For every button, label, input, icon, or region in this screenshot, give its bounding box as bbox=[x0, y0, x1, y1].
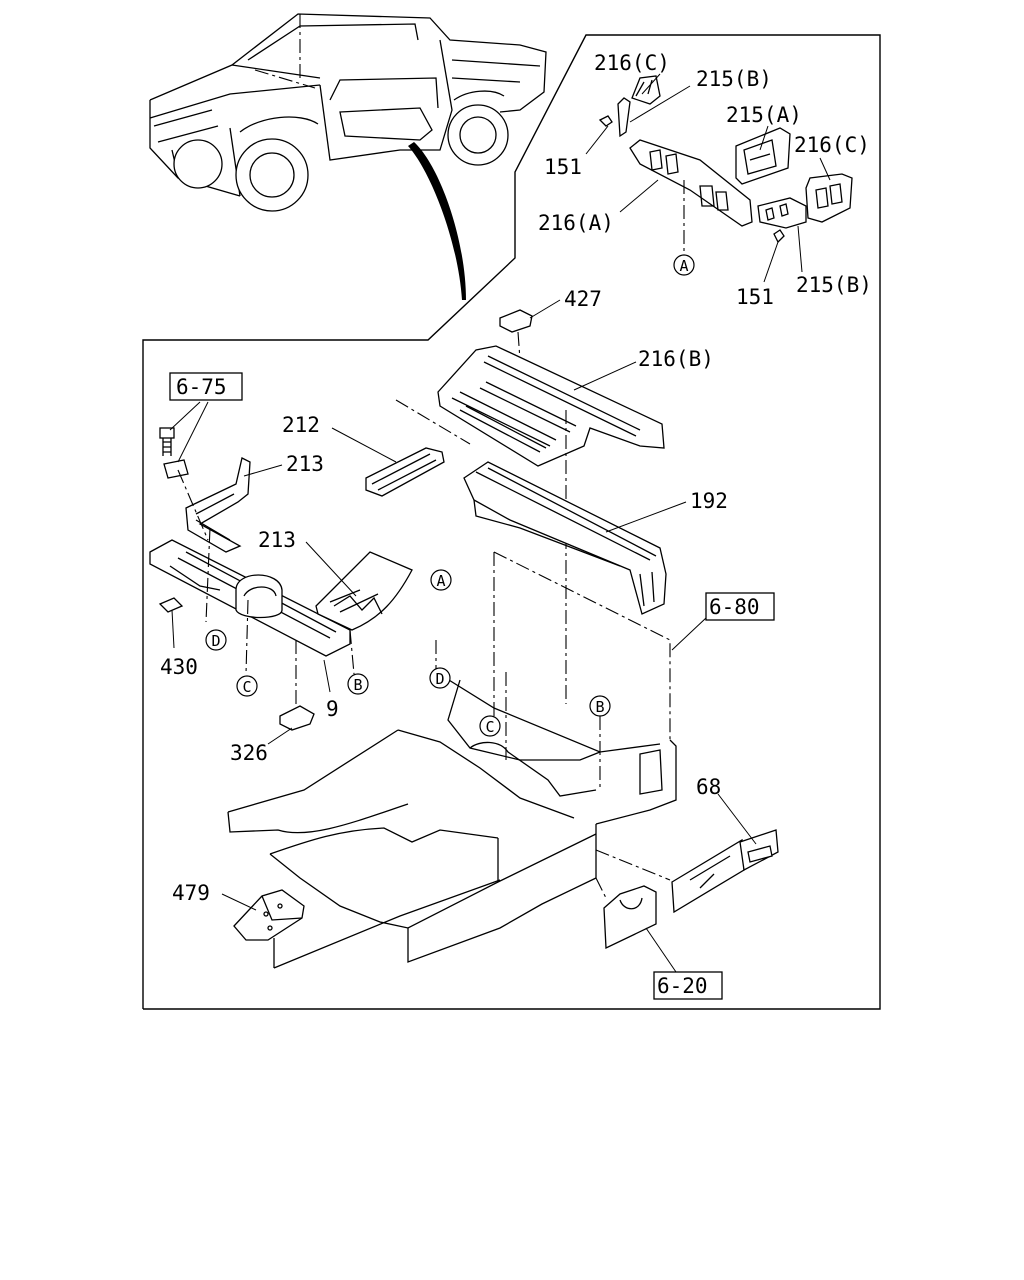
callout-letter-c-floor: C bbox=[485, 718, 494, 736]
floor-panel bbox=[227, 551, 677, 969]
part-label-215b-bottom: 215(B) bbox=[796, 273, 872, 297]
callout-circle-b-floor bbox=[589, 695, 611, 717]
part-label-427: 427 bbox=[564, 287, 602, 311]
ref-box-6-20[interactable] bbox=[653, 971, 723, 1000]
callout-letter-a-detail: A bbox=[679, 257, 688, 275]
truck-illustration bbox=[149, 13, 547, 300]
part-label-151-top: 151 bbox=[544, 155, 582, 179]
part-label-213-upper: 213 bbox=[286, 452, 324, 476]
lower-right-parts bbox=[233, 829, 779, 950]
left-side-parts bbox=[149, 427, 413, 731]
part-label-9: 9 bbox=[326, 697, 339, 721]
callout-letter-a-floor: A bbox=[436, 572, 445, 590]
part-label-192: 192 bbox=[690, 489, 728, 513]
detail-pointer-arrow bbox=[408, 142, 466, 300]
callout-letter-d-panel: D bbox=[211, 632, 220, 650]
callout-circle-d-floor bbox=[429, 667, 451, 689]
part-label-68: 68 bbox=[696, 775, 721, 799]
callout-letter-b-floor: B bbox=[595, 698, 604, 716]
ref-box-6-75[interactable] bbox=[169, 372, 243, 401]
part-label-479: 479 bbox=[172, 881, 210, 905]
ref-label-6-75: 6-75 bbox=[176, 375, 227, 399]
callout-circle-a-detail bbox=[673, 254, 695, 276]
crossmember-parts bbox=[365, 309, 667, 704]
ref-box-6-80[interactable] bbox=[705, 592, 775, 621]
callout-circle-d-panel bbox=[205, 629, 227, 651]
part-label-151-bottom: 151 bbox=[736, 285, 774, 309]
part-label-215b-top: 215(B) bbox=[696, 67, 772, 91]
ref-label-6-80: 6-80 bbox=[709, 595, 760, 619]
detail-frame bbox=[142, 34, 881, 1010]
ref-label-6-20: 6-20 bbox=[657, 974, 708, 998]
callout-letter-c-panel: C bbox=[242, 678, 251, 696]
part-label-212: 212 bbox=[282, 413, 320, 437]
callout-letter-d-floor: D bbox=[435, 670, 444, 688]
part-label-216c-top: 216(C) bbox=[594, 51, 670, 75]
upper-right-parts bbox=[598, 75, 853, 252]
callout-circle-c-panel bbox=[236, 675, 258, 697]
callout-circle-a-floor bbox=[430, 569, 452, 591]
part-label-326: 326 bbox=[230, 741, 268, 765]
part-label-216a: 216(A) bbox=[538, 211, 614, 235]
callout-circle-c-floor bbox=[479, 715, 501, 737]
part-label-216c-right: 216(C) bbox=[794, 133, 870, 157]
callout-circle-b-panel bbox=[347, 673, 369, 695]
part-label-215a: 215(A) bbox=[726, 103, 802, 127]
leader-lines bbox=[169, 73, 831, 973]
part-label-216b: 216(B) bbox=[638, 347, 714, 371]
callout-letter-b-panel: B bbox=[353, 676, 362, 694]
part-label-430: 430 bbox=[160, 655, 198, 679]
part-label-213-lower: 213 bbox=[258, 528, 296, 552]
